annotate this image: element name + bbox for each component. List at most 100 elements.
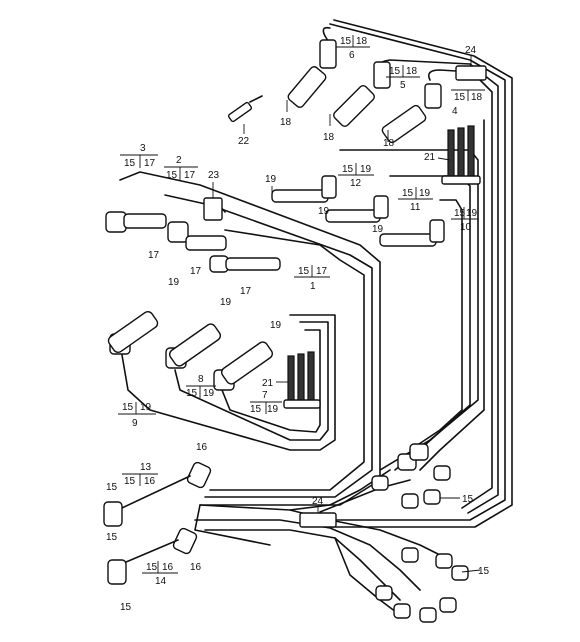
callout-7: 7 15 19: [250, 390, 282, 415]
callout-12: 15 19 12: [338, 163, 374, 189]
callout-11-num: 11: [410, 202, 421, 213]
callout-14: 15 16 14: [142, 561, 178, 587]
label-18-b: 18: [323, 132, 335, 143]
connector-18-c: [381, 83, 442, 144]
connector-18-a: [286, 39, 337, 112]
callout-5: 15 18 5: [386, 65, 420, 91]
label-23: 23: [208, 170, 220, 181]
connector-cluster-15: [371, 443, 481, 623]
callout-10-num: 10: [460, 222, 472, 233]
label-22: 22: [238, 136, 250, 147]
callout-10-a: 15: [454, 208, 466, 219]
callout-6-b: 18: [356, 36, 368, 47]
callout-2-b: 17: [184, 170, 196, 181]
connector-19-b: [325, 195, 389, 223]
callout-3-a: 15: [124, 158, 136, 169]
label-18-a: 18: [280, 117, 292, 128]
label-21-left: 21: [262, 378, 274, 389]
label-16-top: 16: [196, 442, 208, 453]
callout-14-b: 16: [162, 562, 174, 573]
label-19-b: 19: [318, 206, 330, 217]
label-19-d: 19: [168, 277, 180, 288]
callout-1-num: 1: [310, 281, 316, 292]
callout-8-b: 19: [203, 388, 215, 399]
connector-15-bottom: [107, 559, 127, 585]
connector-15-top: [103, 501, 123, 527]
callout-1: 15 17 1: [294, 265, 330, 292]
callout-2-num: 2: [176, 155, 182, 166]
holder-21-right: [437, 125, 481, 185]
connector-19-f: [213, 341, 274, 391]
connector-16-bottom: [125, 527, 198, 563]
wire-harness-bottom-lower: [194, 469, 451, 616]
label-24-bottom: 24: [312, 496, 324, 507]
part-labels: 24 18 18 18 22 21 23 19 19 19 17 17 17 1…: [106, 45, 490, 613]
callout-6: 15 18 6: [336, 35, 370, 61]
callout-2: 2 15 17: [164, 155, 198, 181]
callout-7-a: 15: [250, 404, 262, 415]
label-17-a: 17: [148, 250, 160, 261]
connector-18-b: [329, 61, 391, 127]
label-21-right: 21: [424, 152, 436, 163]
callout-9: 15 19 9: [118, 402, 156, 429]
callout-5-a: 15: [389, 66, 401, 77]
callout-13-a: 15: [124, 476, 136, 487]
callout-9-num: 9: [132, 418, 138, 429]
connector-19-c: [379, 219, 445, 247]
callout-14-a: 15: [146, 562, 158, 573]
callout-12-a: 15: [342, 164, 354, 175]
callout-6-num: 6: [349, 50, 355, 61]
callout-12-b: 19: [360, 164, 372, 175]
label-15-mid: 15: [106, 532, 118, 543]
callout-9-b: 19: [140, 402, 152, 413]
label-15-bottom: 15: [120, 602, 132, 613]
callout-7-num: 7: [262, 390, 268, 401]
sensor-22: [227, 95, 263, 134]
callout-4: 15 18 4: [451, 89, 485, 117]
callout-4-a: 15: [454, 92, 466, 103]
callout-5-num: 5: [400, 80, 406, 91]
callout-9-a: 15: [122, 402, 134, 413]
label-24-top: 24: [465, 45, 477, 56]
connector-17-b: [167, 221, 227, 251]
label-19-a: 19: [265, 174, 277, 185]
holder-21-left: [276, 351, 321, 409]
callout-10: 15 19 10: [451, 207, 478, 233]
label-17-c: 17: [240, 286, 252, 297]
callout-13: 13 15 16: [122, 462, 158, 487]
label-19-f: 19: [270, 320, 282, 331]
callout-3: 3 15 17: [120, 143, 158, 169]
connector-16-top: [121, 461, 212, 509]
label-19-c: 19: [372, 224, 384, 235]
label-15-right-a: 15: [462, 494, 474, 505]
callout-4-num: 4: [452, 106, 458, 117]
wire-harness-left-bottom: [121, 314, 336, 451]
callout-8-num: 8: [198, 374, 204, 385]
callout-12-num: 12: [350, 178, 362, 189]
callout-8-a: 15: [186, 388, 198, 399]
callout-14-num: 14: [155, 576, 167, 587]
connector-19-d: [107, 310, 159, 355]
callout-5-b: 18: [406, 66, 418, 77]
connector-17-c: [209, 255, 281, 273]
callout-11-a: 15: [402, 188, 414, 199]
callout-10-b: 19: [466, 208, 478, 219]
callout-3-b: 17: [144, 158, 156, 169]
callout-13-b: 16: [144, 476, 156, 487]
callout-11-b: 19: [419, 188, 431, 199]
bracket-24-bottom: [299, 506, 337, 528]
callout-7-b: 19: [267, 404, 279, 415]
callout-1-b: 17: [316, 266, 328, 277]
label-15-right-b: 15: [478, 566, 490, 577]
bracket-24-top: [455, 56, 487, 81]
label-19-e: 19: [220, 297, 232, 308]
callout-4-b: 18: [471, 92, 483, 103]
callout-11: 15 19 11: [398, 187, 433, 213]
callout-6-a: 15: [340, 36, 352, 47]
callout-8: 8 15 19: [186, 374, 216, 399]
label-16-bottom: 16: [190, 562, 202, 573]
label-15-top: 15: [106, 482, 118, 493]
callout-2-a: 15: [166, 170, 178, 181]
connector-19-a: [271, 175, 337, 203]
